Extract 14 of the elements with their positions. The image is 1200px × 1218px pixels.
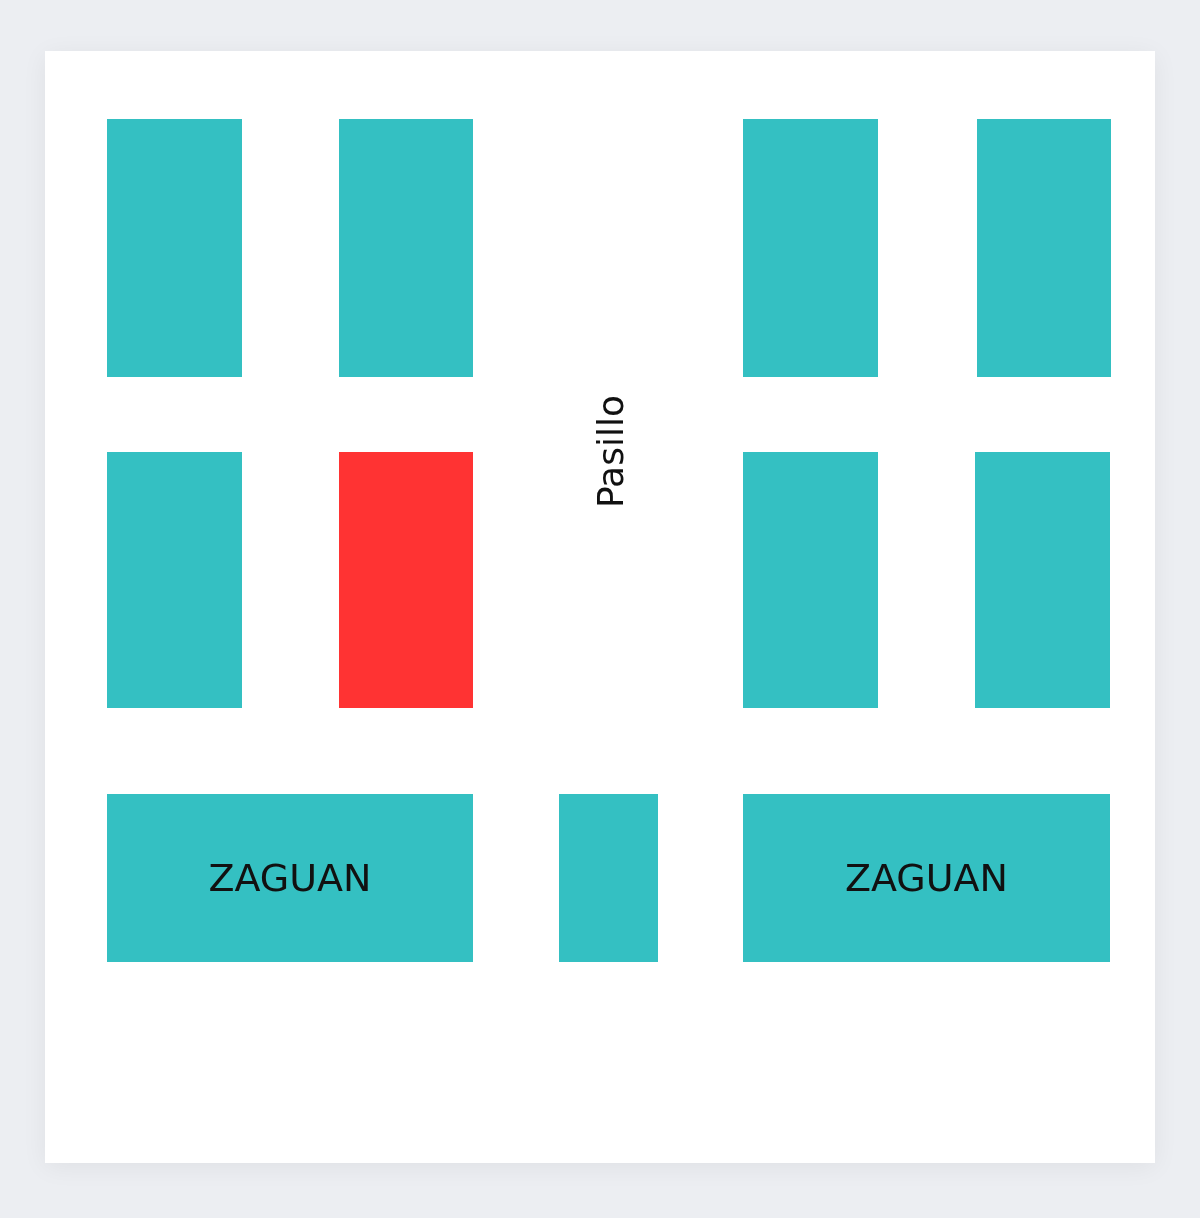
booth-block	[339, 452, 473, 708]
booth-block	[975, 452, 1110, 708]
booth-block	[743, 794, 1110, 962]
booth-block	[743, 452, 878, 708]
booth-block	[107, 794, 473, 962]
booth-block	[107, 452, 242, 708]
area-label: ZAGUAN	[208, 856, 372, 900]
booth-block	[339, 119, 473, 377]
corridor-label: Pasillo	[589, 394, 631, 508]
booth-block	[743, 119, 878, 377]
area-label: ZAGUAN	[844, 856, 1008, 900]
booth-block	[107, 119, 242, 377]
booth-block	[559, 794, 658, 962]
booth-block	[977, 119, 1111, 377]
